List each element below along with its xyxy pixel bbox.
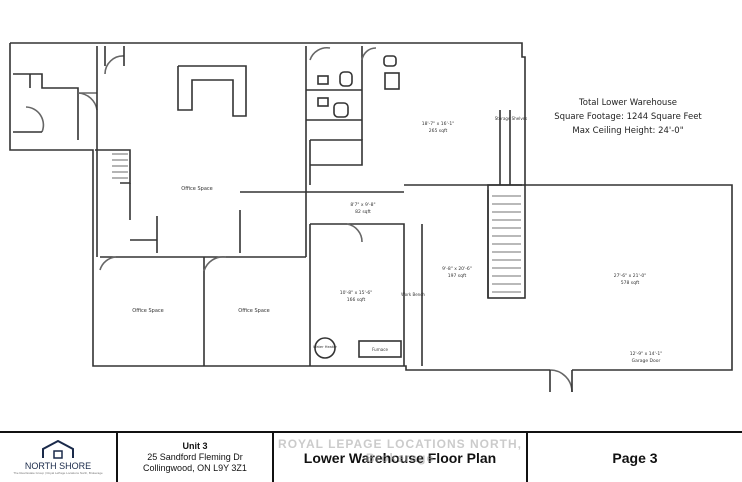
upper-room-dims: 18'-7" x 16'-1" [422,121,455,127]
title-block: NORTH SHORE The Real Estate Group | Roya… [0,431,742,482]
garage-door-label: Garage Door [632,358,661,364]
corridor-dims: 9'-8" x 20'-6" [442,266,472,272]
garage-area: 578 sqft [621,280,640,286]
floor-plan: Total Lower Warehouse Square Footage: 12… [9,42,733,393]
address-block: Unit 3 25 Sandford Fleming Dr Collingwoo… [118,433,274,482]
unit-number: Unit 3 [182,441,208,451]
water-heater-label: Water Heater [313,345,338,349]
furnace-label: Furnace [372,347,388,352]
summary-ceiling: Max Ceiling Height: 24'-0" [572,126,683,136]
brand-name: NORTH SHORE [24,461,92,471]
office-left-label: Office Space [132,308,163,314]
small-room-area: 82 sqft [355,209,371,215]
watermark: ROYAL LEPAGE LOCATIONS NORTH, Brokerage [278,437,522,465]
work-bench-label: Work Bench [401,292,425,297]
mech-room-area: 166 sqft [347,297,366,303]
garage-dims: 27'-6" x 21'-0" [614,273,647,279]
page-number: Page 3 [612,449,658,466]
stairs [487,184,526,299]
summary-title: Total Lower Warehouse [578,98,677,108]
house-logo-icon [42,440,74,459]
outer-wall-bottom [9,43,550,371]
plan-title: Lower Warehouse Floor Plan [303,449,497,466]
street-address: 25 Sandford Fleming Dr [147,452,243,462]
city-address: Collingwood, ON L9Y 3Z1 [143,463,247,473]
summary-footage: Square Footage: 1244 Square Feet [554,112,702,122]
plan-title-cell: ROYAL LEPAGE LOCATIONS NORTH, Brokerage … [274,433,528,482]
reception-desk [177,65,247,117]
outer-wall [10,42,733,371]
small-room-dims: 8'7" x 9'-8" [350,202,375,208]
brand-tagline: The Real Estate Group | Royal LePage Loc… [13,471,103,475]
garage-door-dims: 12'-9" x 14'-1" [630,351,663,357]
storage-label: Storage Shelves [495,116,527,121]
mech-room-dims: 10'-8" x 15'-6" [340,290,373,296]
office-main-label: Office Space [181,186,212,192]
brand-logo: NORTH SHORE The Real Estate Group | Roya… [0,433,118,482]
office-right-label: Office Space [238,308,269,314]
corridor-area: 197 sqft [448,273,467,279]
upper-room-area: 265 sqft [429,128,448,134]
